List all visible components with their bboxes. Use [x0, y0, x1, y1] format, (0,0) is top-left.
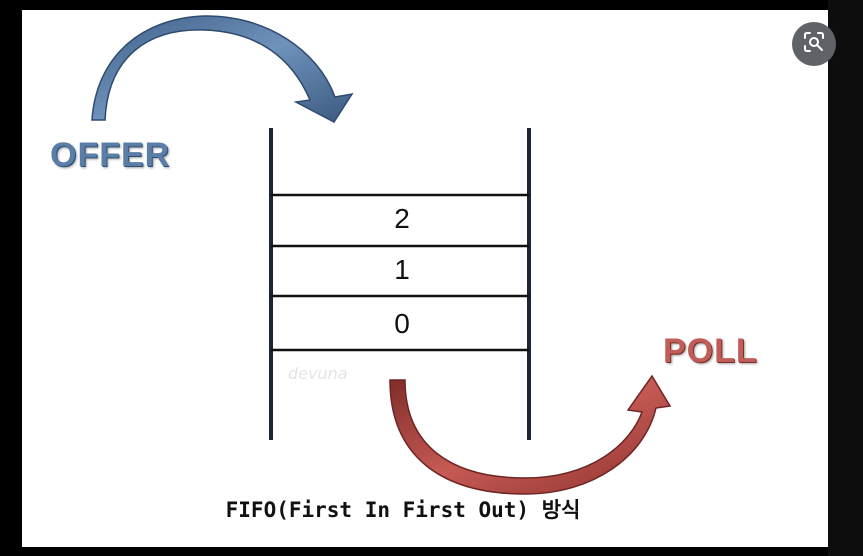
diagram-caption: FIFO(First In First Out) 방식 — [225, 498, 581, 522]
queue-cell-value: 1 — [394, 254, 410, 285]
offer-label: OFFER — [50, 136, 171, 174]
queue-cell-value: 2 — [394, 203, 410, 234]
lens-search-button[interactable] — [792, 22, 836, 66]
poll-arrow — [389, 374, 672, 495]
lens-search-icon — [803, 31, 825, 58]
watermark: devuna — [288, 364, 348, 383]
offer-arrow — [91, 15, 354, 123]
queue-cell-value: 0 — [394, 308, 410, 339]
right-dark-strip — [828, 0, 863, 556]
poll-label: POLL — [663, 332, 758, 370]
